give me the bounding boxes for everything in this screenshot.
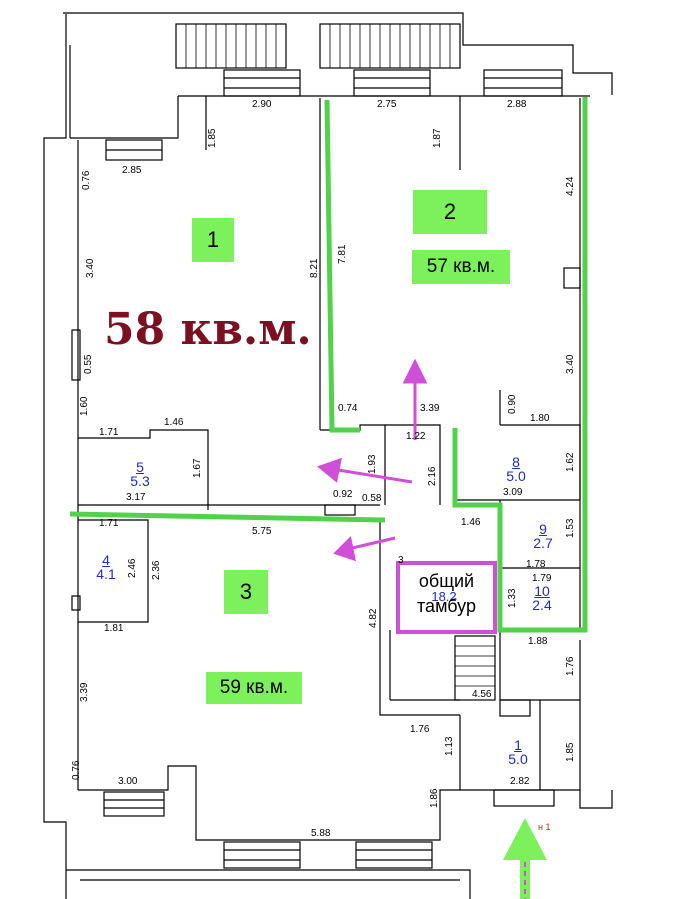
dim-label: 1.79: [532, 573, 552, 584]
dim-label: 1.22: [406, 431, 426, 442]
dim-label: 3.00: [118, 776, 138, 787]
dim-label: 1.71: [99, 518, 119, 529]
dim-label: 1.86: [429, 788, 440, 808]
dim-label: 1.33: [507, 588, 518, 608]
dim-label: 2.85: [122, 165, 142, 176]
dim-label: 2.36: [151, 560, 162, 580]
dim-label: 1.46: [461, 517, 481, 528]
dim-label: 1.62: [565, 452, 576, 472]
dim-label: 7.81: [337, 244, 348, 264]
dim-label: 5.75: [252, 526, 272, 537]
dim-label: 1.76: [410, 724, 430, 735]
entrance-arrow: [503, 818, 547, 899]
dim-label: 1.53: [565, 518, 576, 538]
dim-label: 1.67: [192, 458, 203, 478]
direction-arrows: [316, 358, 428, 562]
dim-label: 1.87: [432, 128, 443, 148]
dim-label: 3.40: [565, 354, 576, 374]
small-room-4-area: 4.1: [96, 566, 116, 582]
dim-label: 1.60: [79, 396, 90, 416]
common-line-1: общий: [400, 572, 493, 591]
dim-label: 3.39: [420, 403, 440, 414]
small-room-8-num: 8: [512, 454, 520, 470]
dim-label: 1.85: [207, 128, 218, 148]
room-2-area: 57 кв.м.: [412, 250, 510, 284]
dim-label: 3.40: [85, 258, 96, 278]
small-room-1-num: 1: [514, 737, 522, 753]
room-1-number: 1: [192, 218, 234, 262]
dim-label: 1.78: [526, 559, 546, 570]
dim-label: 5.88: [311, 828, 331, 839]
dim-label: 3: [398, 555, 404, 566]
small-room-5-area: 5.3: [130, 473, 150, 489]
small-room-9-num: 9: [539, 521, 547, 537]
small-room-4-num: 4: [102, 552, 110, 568]
small-room-10-area: 2.4: [532, 597, 552, 613]
dim-label: 2.46: [127, 558, 138, 578]
dim-label: 1.93: [367, 454, 378, 474]
common-line-2: тамбур: [417, 595, 476, 616]
small-room-8: 8 5.0: [504, 455, 528, 483]
dim-label: 2.75: [377, 99, 397, 110]
dim-label: 0.58: [362, 493, 382, 504]
small-room-9-area: 2.7: [533, 535, 553, 551]
dim-label: 1.46: [164, 417, 184, 428]
dim-label: 1.80: [530, 413, 550, 424]
small-room-4: 4 4.1: [94, 553, 118, 581]
dim-label: 1.71: [99, 427, 119, 438]
common-vestibule-number: 18.2: [431, 589, 457, 604]
dim-label: 0.74: [338, 403, 358, 414]
small-room-5-num: 5: [136, 459, 144, 475]
dim-label: 2.88: [507, 99, 527, 110]
dim-label: 0.90: [507, 394, 518, 414]
small-room-5: 5 5.3: [128, 460, 152, 488]
dim-label: 0.76: [71, 760, 82, 780]
dim-label: 1.81: [104, 623, 124, 634]
dim-label: 0.76: [81, 170, 92, 190]
dim-label: 4.82: [368, 608, 379, 628]
dim-label: 2.16: [427, 466, 438, 486]
small-room-10: 10 2.4: [527, 584, 557, 612]
room-3-area: 59 кв.м.: [206, 672, 302, 704]
dim-label: 1.85: [565, 742, 576, 762]
small-room-8-area: 5.0: [506, 468, 526, 484]
room-3-number: 3: [224, 570, 268, 614]
room-2-number: 2: [413, 190, 487, 234]
dim-label: 3.17: [126, 492, 146, 503]
dim-label: 8.21: [309, 258, 320, 278]
dim-label: 1.88: [528, 636, 548, 647]
dim-label: 2.90: [252, 99, 272, 110]
small-room-9: 9 2.7: [529, 522, 557, 550]
common-vestibule-label: общий тамбур: [400, 572, 493, 616]
dim-label: 4.56: [472, 689, 492, 700]
dim-label: 0.92: [333, 489, 353, 500]
small-room-1-area: 5.0: [508, 751, 528, 767]
dim-label: 4.24: [565, 176, 576, 196]
dim-label: 0.55: [83, 354, 94, 374]
small-room-1: 1 5.0: [506, 738, 530, 766]
dim-label: 2.82: [510, 776, 530, 787]
dim-label: 1.13: [444, 736, 455, 756]
dim-label: 3.39: [79, 682, 90, 702]
small-room-10-num: 10: [534, 583, 550, 599]
entrance-marker: н 1: [538, 822, 551, 832]
highlight-partitions: [69, 97, 588, 633]
dim-label: 3.09: [503, 487, 523, 498]
room-1-area: 58 кв.м.: [104, 304, 312, 355]
dim-label: 1.76: [565, 656, 576, 676]
